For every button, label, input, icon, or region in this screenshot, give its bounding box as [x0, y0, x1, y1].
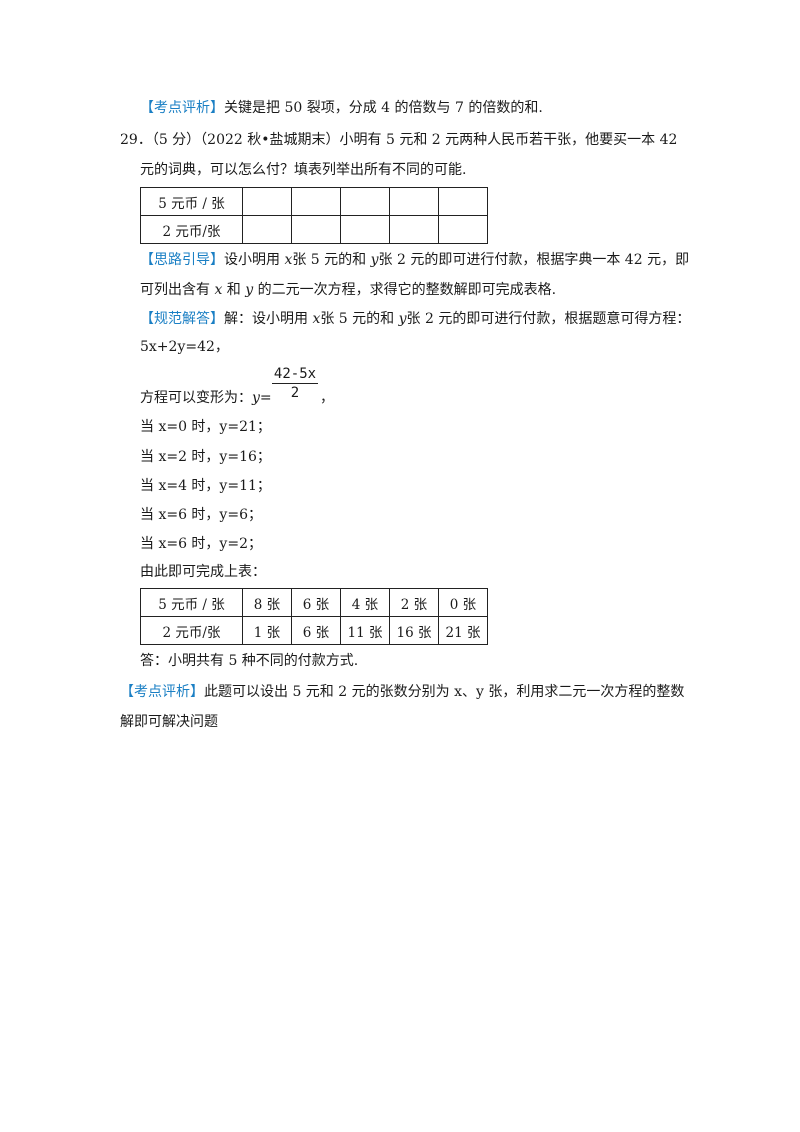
variable-y: y	[398, 311, 407, 327]
filled-answer-table: 5 元币 / 张 8 张 6 张 4 张 2 张 0 张 2 元币/张 1 张 …	[140, 588, 488, 645]
solution-text: 张 2 元的即可进行付款，根据题意可得方程：	[406, 311, 691, 327]
equation: 5x+2y=42，	[140, 339, 229, 355]
analysis-tag: 【考点评析】	[120, 684, 204, 700]
question-text-1: （5 分）（2022 秋•盐城期末）小明有 5 元和 2 元两种人民币若干张，他…	[151, 132, 678, 148]
hint-line-2: 可列出含有 x 和 y 的二元一次方程，求得它的整数解即可完成表格.	[140, 280, 556, 300]
fraction-denominator: 2	[290, 385, 300, 401]
fraction: 42-5x 2	[272, 366, 318, 401]
fraction-numerator: 42-5x	[273, 366, 317, 382]
question-line-1: 29．（5 分）（2022 秋•盐城期末）小明有 5 元和 2 元两种人民币若干…	[120, 130, 677, 150]
table-row: 2 元币/张 1 张 6 张 11 张 16 张 21 张	[140, 616, 488, 645]
table-cell	[340, 187, 390, 216]
table-cell	[438, 187, 488, 216]
table-cell: 2 元币/张	[140, 616, 243, 645]
table-cell: 21 张	[438, 616, 488, 645]
variable-x: x	[214, 282, 223, 298]
table-cell: 16 张	[389, 616, 439, 645]
variable-y: y	[370, 252, 379, 268]
table-cell: 5 元币 / 张	[140, 187, 243, 216]
solution-text: 张 5 元的和	[320, 311, 399, 327]
table-cell	[340, 215, 390, 244]
table-cell: 1 张	[242, 616, 292, 645]
conclusion-line: 由此即可完成上表：	[140, 564, 266, 580]
table-cell	[242, 215, 292, 244]
table-row: 5 元币 / 张 8 张 6 张 4 张 2 张 0 张	[140, 588, 488, 617]
hint-text: 和	[222, 282, 246, 298]
hint-text: 可列出含有	[140, 282, 215, 298]
case-line: 当 x=6 时，y=6；	[140, 507, 262, 523]
case-line: 当 x=2 时，y=16；	[140, 449, 271, 465]
table-row: 5 元币 / 张	[140, 187, 488, 216]
hint-text: 设小明用	[224, 252, 285, 268]
table-cell: 4 张	[340, 588, 390, 617]
hint-text: 的二元一次方程，求得它的整数解即可完成表格.	[253, 282, 557, 298]
table-cell	[389, 187, 439, 216]
prev-analysis-text: 关键是把 50 裂项，分成 4 的倍数与 7 的倍数的和.	[224, 100, 543, 116]
case-line: 当 x=6 时，y=2；	[140, 536, 262, 552]
prev-analysis-tag: 【考点评析】	[140, 100, 224, 116]
solution-line-1: 【规范解答】解：设小明用 x张 5 元的和 y张 2 元的即可进行付款，根据题意…	[140, 309, 690, 329]
table-cell: 8 张	[242, 588, 292, 617]
table-cell	[242, 187, 292, 216]
transform-var: y=	[252, 390, 272, 406]
table-cell: 5 元币 / 张	[140, 588, 243, 617]
prev-analysis-line: 【考点评析】关键是把 50 裂项，分成 4 的倍数与 7 的倍数的和.	[140, 98, 543, 118]
analysis-line-1: 【考点评析】此题可以设出 5 元和 2 元的张数分别为 x、y 张，利用求二元一…	[120, 682, 684, 702]
table-cell: 2 张	[389, 588, 439, 617]
table-cell	[438, 215, 488, 244]
table-row: 2 元币/张	[140, 215, 488, 244]
hint-tag: 【思路引导】	[140, 252, 224, 268]
table-cell	[291, 187, 341, 216]
variable-x: x	[284, 252, 293, 268]
table-cell: 11 张	[340, 616, 390, 645]
table-cell	[389, 215, 439, 244]
table-cell: 2 元币/张	[140, 215, 243, 244]
empty-answer-table: 5 元币 / 张 2 元币/张	[140, 187, 488, 244]
transform-end: ，	[320, 390, 334, 406]
fraction-bar	[272, 383, 318, 384]
table-cell: 6 张	[291, 616, 341, 645]
analysis-line-2: 解即可解决问题	[120, 714, 218, 730]
table-cell	[291, 215, 341, 244]
table-cell: 0 张	[438, 588, 488, 617]
hint-line-1: 【思路引导】设小明用 x张 5 元的和 y张 2 元的即可进行付款，根据字典一本…	[140, 250, 689, 270]
transform-line: 方程可以变形为：y=	[140, 388, 272, 408]
case-line: 当 x=4 时，y=11；	[140, 478, 271, 494]
analysis-text: 此题可以设出 5 元和 2 元的张数分别为 x、y 张，利用求二元一次方程的整数	[204, 684, 685, 700]
variable-y: y	[245, 282, 254, 298]
solution-tag: 【规范解答】	[140, 311, 224, 327]
solution-text: 解：设小明用	[224, 311, 313, 327]
transform-label: 方程可以变形为：	[140, 390, 252, 406]
hint-text: 张 5 元的和	[292, 252, 371, 268]
table-cell: 6 张	[291, 588, 341, 617]
hint-text: 张 2 元的即可进行付款，根据字典一本 42 元，即	[378, 252, 690, 268]
case-line: 当 x=0 时，y=21；	[140, 419, 271, 435]
question-number: 29．	[120, 132, 152, 148]
question-line-2: 元的词典，可以怎么付？填表列举出所有不同的可能.	[140, 162, 467, 178]
variable-x: x	[312, 311, 321, 327]
answer-line: 答：小明共有 5 种不同的付款方式.	[140, 653, 359, 669]
